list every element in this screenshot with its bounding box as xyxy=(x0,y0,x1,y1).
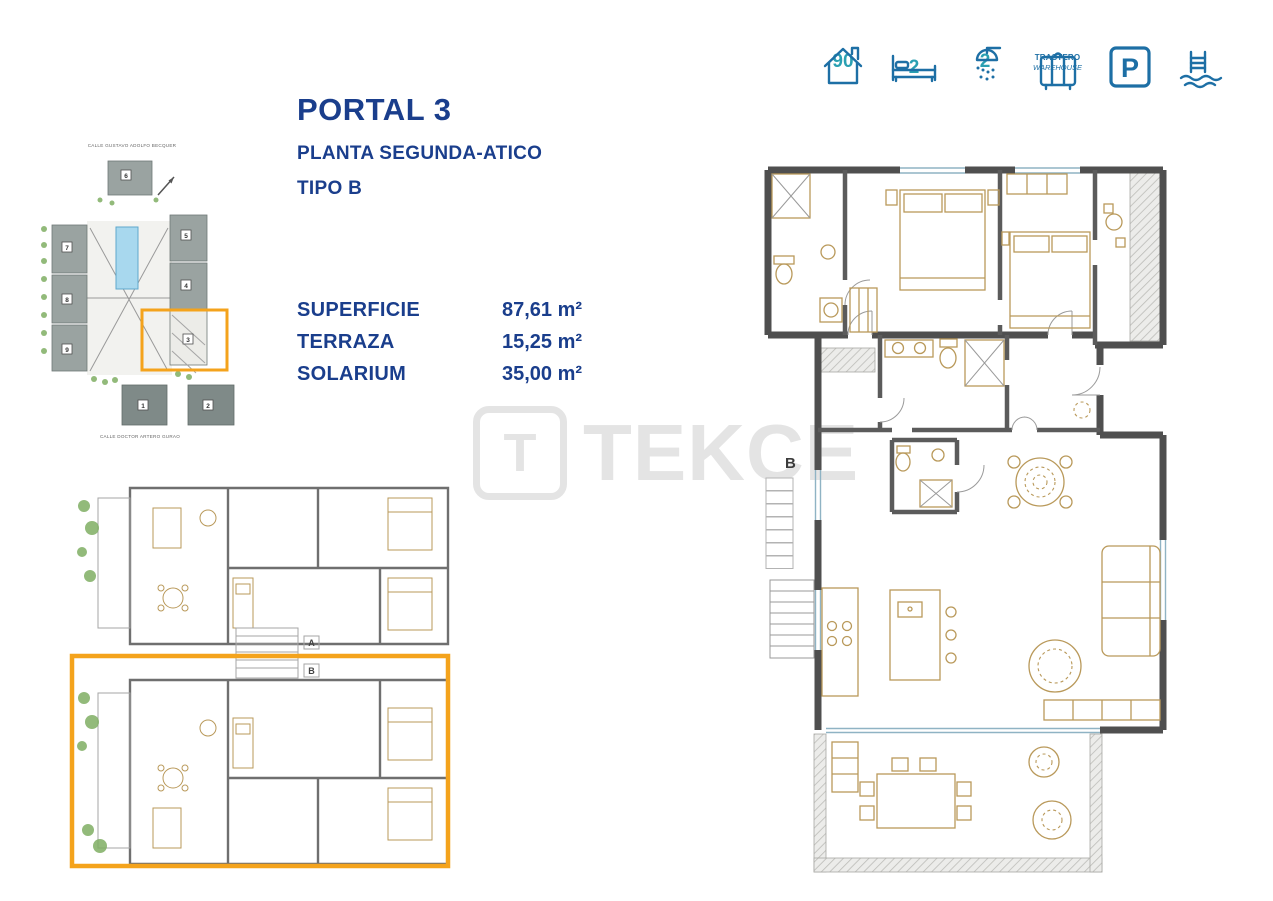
house-icon xyxy=(823,46,863,85)
feature-pool xyxy=(1178,44,1224,89)
main-plan-unit-label: B xyxy=(785,455,796,472)
building-number: 2 xyxy=(206,403,210,410)
building-number: 3 xyxy=(186,337,190,344)
page-title: PORTAL 3 xyxy=(297,92,452,127)
type-subtitle: TIPO B xyxy=(297,178,363,199)
spec-row: TERRAZA 15,25 m² xyxy=(297,326,582,358)
spec-row: SOLARIUM 35,00 m² xyxy=(297,358,582,390)
overview-highlight-box xyxy=(69,653,451,869)
storage-icon xyxy=(1039,52,1076,91)
spec-value: 87,61 m² xyxy=(502,298,583,321)
parking-icon: P xyxy=(1109,46,1151,88)
balcony-furniture xyxy=(1103,203,1126,248)
storage-legend xyxy=(765,477,794,569)
overview-unit-a-label: A xyxy=(308,638,315,648)
bathrooms-value: 2 xyxy=(979,51,991,72)
feature-storage: TRASTERO WAREHOUSE xyxy=(1033,44,1083,91)
pool-icon xyxy=(1179,50,1223,89)
building-number: 9 xyxy=(65,347,69,354)
terrace-furniture xyxy=(831,741,1072,840)
overview-stair-core: A B xyxy=(235,627,320,679)
communal-stairs xyxy=(769,579,815,659)
bedrooms-value: 2 xyxy=(908,57,920,78)
building-number: 5 xyxy=(184,233,188,240)
site-building-numbers: 6 7 8 9 5 4 3 1 2 xyxy=(61,169,214,411)
features-bar: 90 2 2 xyxy=(820,44,1224,91)
watermark-logo-letter: T xyxy=(503,423,537,483)
overview-lower-unit xyxy=(77,678,450,866)
feature-area: 90 xyxy=(820,44,866,85)
bed-icon xyxy=(891,54,937,83)
spec-value: 15,25 m² xyxy=(502,330,583,353)
building-number: 6 xyxy=(124,173,128,180)
building-number: 7 xyxy=(65,245,69,252)
building-number: 4 xyxy=(184,283,188,290)
area-value: 90 xyxy=(832,51,854,72)
site-vegetation xyxy=(41,197,192,385)
floor-subtitle: PLANTA SEGUNDA-ATICO xyxy=(297,143,543,164)
site-pool xyxy=(115,226,139,290)
feature-bathrooms: 2 xyxy=(962,44,1008,81)
main-apartment-plan: B xyxy=(764,166,1167,873)
bedroom-2-furniture xyxy=(1001,173,1091,329)
spec-label: SOLARIUM xyxy=(297,362,407,385)
spec-row: SUPERFICIE 87,61 m² xyxy=(297,294,582,326)
building-number: 8 xyxy=(65,297,69,304)
bathroom-1-fixtures xyxy=(771,173,843,323)
surface-specs: SUPERFICIE 87,61 m² TERRAZA 15,25 m² SOL… xyxy=(297,294,582,390)
windows xyxy=(814,167,1167,734)
living-dining-furniture xyxy=(1007,401,1161,721)
overview-upper-unit xyxy=(77,486,450,646)
bathroom-3-fixtures xyxy=(895,445,953,508)
feature-bedrooms: 2 xyxy=(891,44,937,83)
kitchen-furniture xyxy=(821,587,957,697)
courtyard-paths xyxy=(87,227,172,372)
interior-walls xyxy=(818,170,1100,515)
street-name-top: CALLE GUSTAVO ADOLFO BECQUER xyxy=(88,143,177,148)
storage-sublabel: WAREHOUSE xyxy=(1033,63,1083,72)
hatched-terrace-walls xyxy=(813,172,1161,873)
site-location-plan: CALLE GUSTAVO ADOLFO BECQUER CALLE DOCTO… xyxy=(41,143,235,439)
shower-icon xyxy=(975,46,1002,81)
street-name-bottom: CALLE DOCTOR ARTERO GURAO xyxy=(100,434,180,439)
door-swings xyxy=(844,279,1101,493)
watermark-text: TEKCE xyxy=(583,408,860,497)
bathroom-2-fixtures xyxy=(884,338,1005,387)
watermark: T TEKCE xyxy=(473,406,859,500)
north-arrow-icon xyxy=(157,176,175,196)
overview-unit-b-label: B xyxy=(308,666,315,676)
spec-label: TERRAZA xyxy=(297,330,395,353)
site-highlight-box xyxy=(140,308,229,372)
parking-letter: P xyxy=(1121,53,1139,83)
building-number: 1 xyxy=(141,403,145,410)
spec-label: SUPERFICIE xyxy=(297,298,421,321)
floor-overview-plan: A B xyxy=(69,486,451,869)
title-block: PORTAL 3 PLANTA SEGUNDA-ATICO TIPO B xyxy=(297,92,542,200)
watermark-logo-icon: T xyxy=(473,406,567,500)
bedroom-1-furniture xyxy=(849,189,1000,333)
outer-walls xyxy=(764,166,1167,734)
spec-value: 35,00 m² xyxy=(502,362,583,385)
